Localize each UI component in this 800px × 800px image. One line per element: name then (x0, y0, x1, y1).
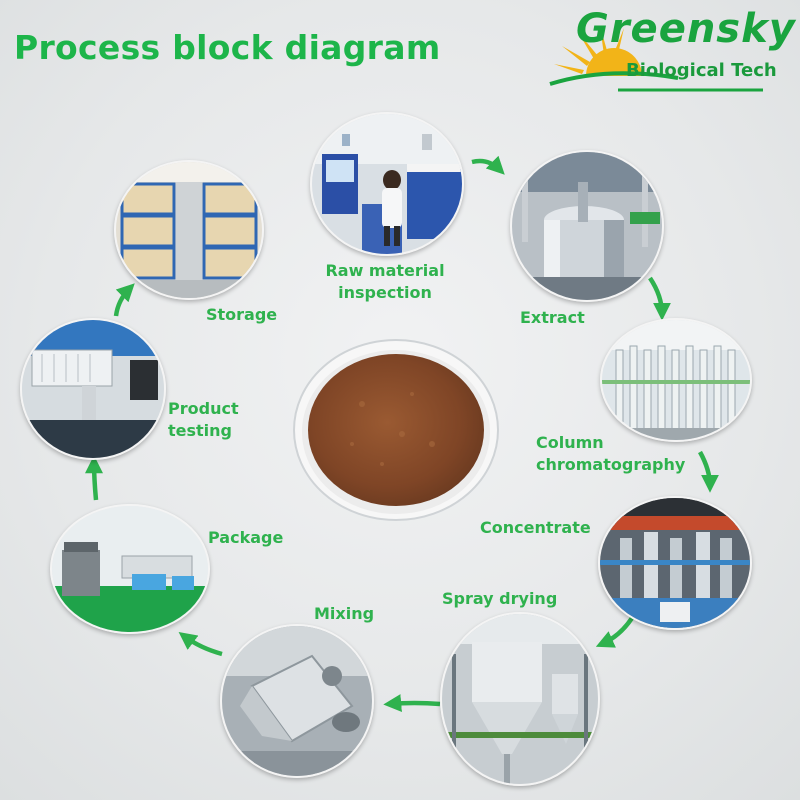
arrow-extract-to-chromatography (648, 276, 671, 321)
label-column-chromatography: Column chromatography (536, 432, 716, 476)
label-concentrate: Concentrate (480, 518, 591, 537)
sun-rays-icon (549, 26, 763, 92)
arrow-chromatography-to-concentrate (698, 450, 719, 493)
brand-name: Greensky (576, 6, 796, 52)
stage-product-testing (20, 318, 166, 460)
brand-subtitle: Biological Tech (626, 60, 777, 81)
page-title: Process block diagram (14, 28, 441, 67)
arrow-mixing-to-package (178, 631, 223, 657)
label-raw-material-inspection: Raw material inspection (310, 260, 460, 304)
arrow-spray-to-mixing (383, 694, 441, 713)
label-text: Column chromatography (536, 433, 686, 474)
stage-extract (510, 150, 664, 302)
label-package: Package (208, 528, 284, 547)
label-text: Raw material inspection (325, 261, 445, 302)
arrow-testing-to-storage (113, 283, 135, 317)
stage-storage (114, 160, 264, 300)
stage-spray-drying (440, 612, 600, 786)
brand-logo: Greensky Biological Tech (548, 4, 798, 94)
stage-mixing (220, 624, 374, 778)
label-mixing: Mixing (314, 604, 375, 623)
label-product-testing: Product testing (168, 398, 268, 442)
label-text: Product testing (168, 399, 239, 440)
stage-raw-material-inspection (310, 112, 464, 256)
stage-column-chromatography (600, 318, 752, 442)
center-powder-dish (292, 334, 500, 522)
arrow-inspection-to-extract (471, 155, 505, 175)
arrow-concentrate-to-spray (595, 616, 634, 648)
stage-concentrate (598, 496, 752, 630)
label-extract: Extract (520, 308, 585, 327)
stage-package (50, 504, 210, 634)
label-spray-drying: Spray drying (442, 589, 558, 608)
arrow-package-to-testing (85, 455, 104, 501)
label-storage: Storage (206, 305, 278, 324)
